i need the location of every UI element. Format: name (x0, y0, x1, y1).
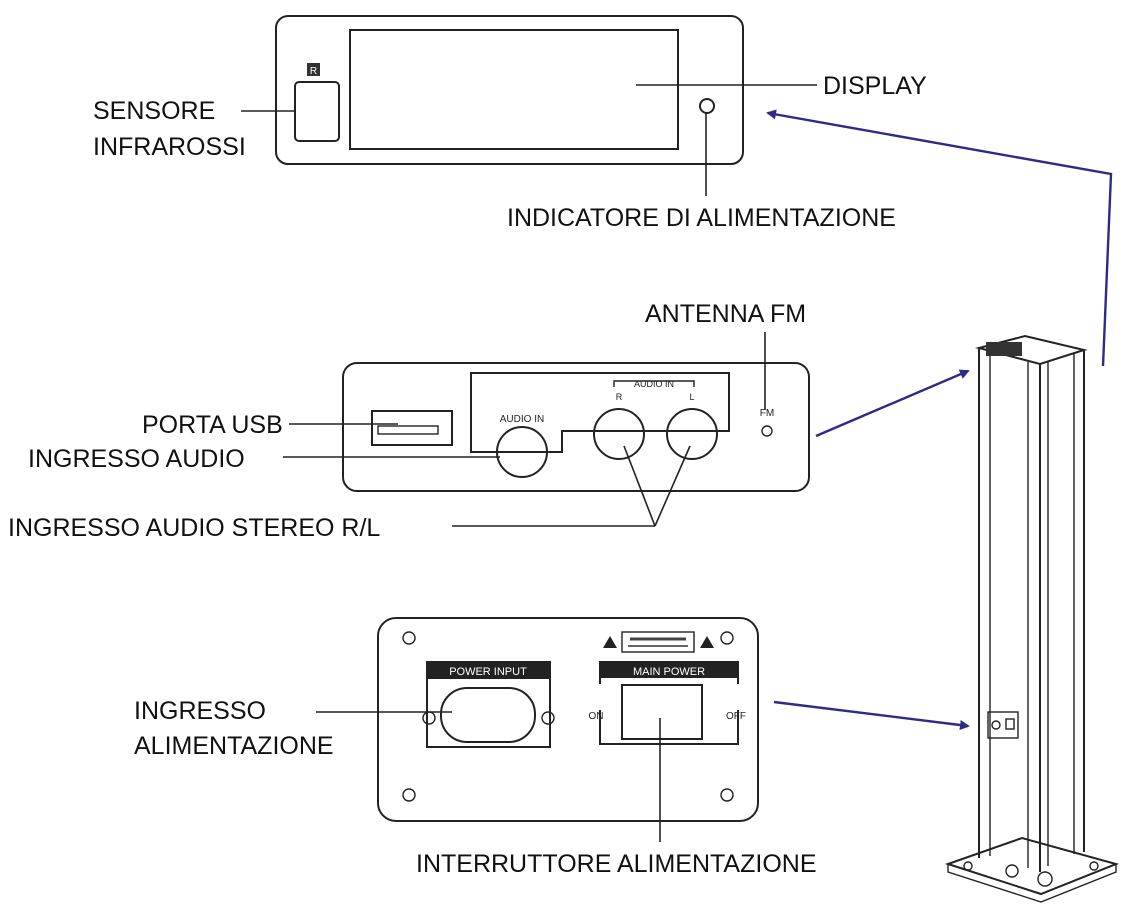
on-mark: ON (589, 711, 604, 722)
audio-l-mark: L (689, 392, 694, 402)
audio-panel: AUDIO IN AUDIO IN R L FM (342, 362, 810, 492)
audio-in-label: AUDIO IN (500, 414, 544, 425)
label-sensore-line1: SENSORE (93, 97, 215, 125)
label-antenna-fm: ANTENNA FM (645, 300, 806, 328)
display-panel: R (275, 15, 744, 165)
label-sensore-line2: INFRAROSSI (93, 133, 246, 161)
tower-control-panel (986, 342, 1022, 356)
label-indicatore-alimentazione: INDICATORE DI ALIMENTAZIONE (507, 204, 896, 232)
warning-sticker (621, 631, 695, 653)
ir-badge-text: R (310, 66, 317, 77)
warning-triangle-icon (700, 636, 714, 648)
fm-antenna-socket (761, 425, 773, 437)
main-power-switch (621, 684, 703, 740)
label-display: DISPLAY (823, 72, 927, 100)
power-input-label: POWER INPUT (449, 666, 527, 678)
power-input-socket (440, 687, 536, 743)
label-interruttore-alimentazione: INTERRUTTORE ALIMENTAZIONE (416, 850, 817, 878)
label-ingresso-stereo: INGRESSO AUDIO STEREO R/L (8, 514, 380, 542)
label-porta-usb: PORTA USB (142, 411, 283, 439)
label-ingresso-alim-line2: ALIMENTAZIONE (134, 732, 334, 760)
off-mark: OFF (726, 711, 746, 722)
usb-port (371, 410, 453, 446)
audio-r-mark: R (616, 392, 623, 402)
power-panel: POWER INPUT MAIN POWER ON OFF (377, 617, 759, 822)
tower-power-panel (987, 711, 1019, 739)
display-screen (349, 29, 679, 150)
label-ingresso-alim-line1: INGRESSO (134, 697, 266, 725)
main-power-label: MAIN POWER (633, 666, 705, 678)
audio-r-jack (593, 408, 645, 460)
tower-base (944, 836, 1120, 896)
audio-l-jack (666, 408, 718, 460)
arrow-to-display-panel (766, 109, 1113, 367)
arrow-to-tower-power (773, 700, 970, 730)
fm-mark: FM (760, 408, 774, 419)
arrow-to-tower-top (815, 369, 970, 438)
warning-triangle-icon (603, 636, 617, 648)
ir-badge-icon (307, 63, 320, 76)
label-ingresso-audio: INGRESSO AUDIO (28, 445, 245, 473)
audio-in-jack (496, 426, 548, 478)
infrared-sensor-window (294, 81, 340, 142)
tower-speaker (944, 334, 1120, 903)
audio-in-group-label: AUDIO IN (634, 379, 674, 389)
power-indicator-led (699, 98, 715, 114)
